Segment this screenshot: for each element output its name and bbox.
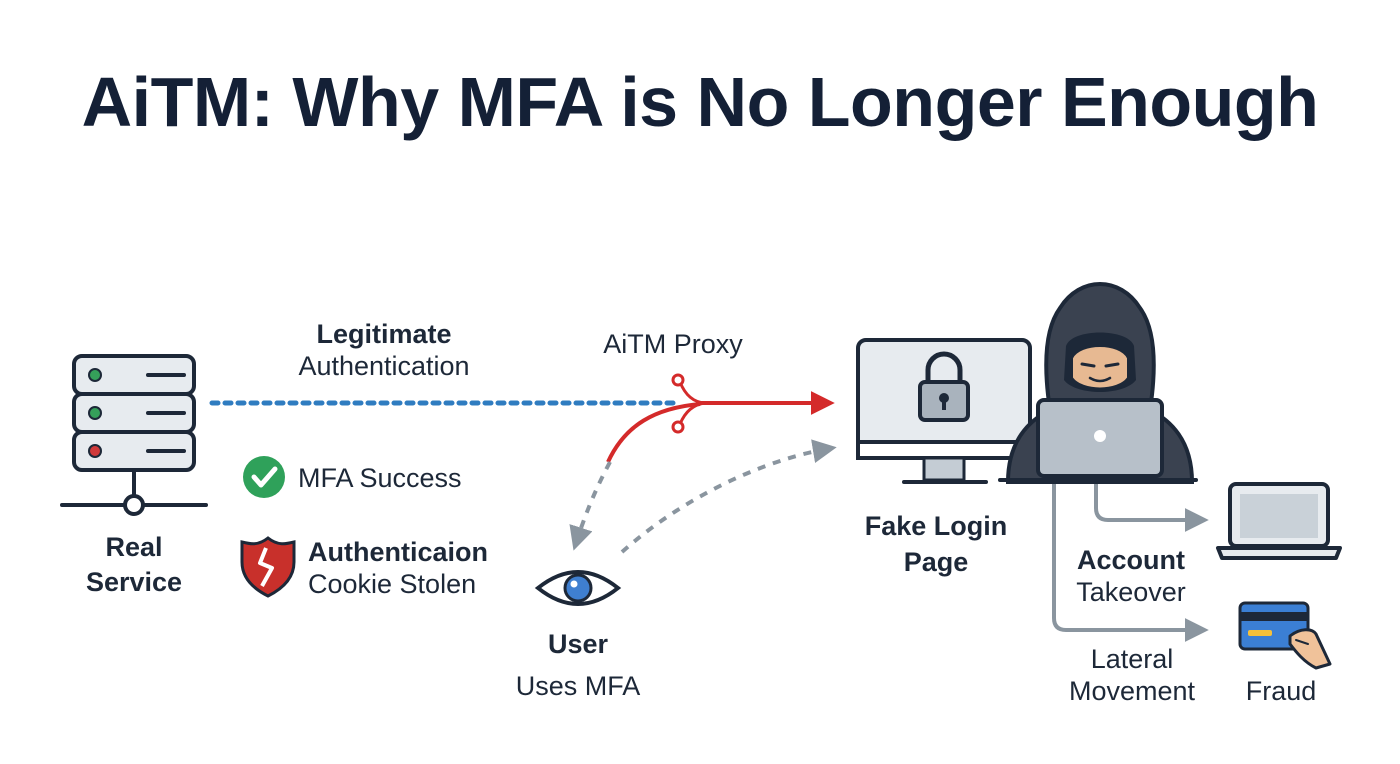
cookie-label-bold: Authenticaion — [308, 537, 488, 567]
user-sub-label: Uses MFA — [515, 671, 641, 701]
branch-arrows — [1052, 484, 1209, 642]
mfa-success-label: MFA Success — [298, 463, 462, 493]
real-service-label-2: Service — [85, 567, 183, 597]
check-circle-icon — [243, 456, 285, 498]
broken-heart-shield-icon — [240, 536, 296, 598]
fake-login-label-2: Page — [903, 547, 969, 577]
aitm-proxy-flow — [606, 373, 835, 463]
user-label: User — [547, 629, 609, 659]
authentication-label: Authentication — [298, 351, 470, 381]
aitm-proxy-label: AiTM Proxy — [603, 329, 743, 359]
laptop-icon — [1216, 482, 1342, 560]
real-service-label-1: Real — [105, 532, 163, 562]
legitimate-label: Legitimate — [316, 319, 452, 349]
page-title: AiTM: Why MFA is No Longer Enough — [81, 63, 1319, 141]
fraud-label: Fraud — [1245, 676, 1317, 706]
user-flow-forward — [620, 439, 837, 554]
monitor-lock-icon — [856, 338, 1032, 484]
user-flow-back — [569, 461, 612, 551]
lateral-label: Lateral — [1090, 644, 1174, 674]
fake-login-label-1: Fake Login — [864, 511, 1008, 541]
eye-icon — [534, 570, 622, 606]
hacker-icon — [998, 282, 1198, 484]
account-takeover-label: Account — [1077, 545, 1185, 575]
server-icon — [60, 354, 208, 516]
credit-card-hand-icon — [1238, 601, 1332, 670]
cookie-label-sub: Cookie Stolen — [308, 569, 477, 599]
movement-label: Movement — [1068, 676, 1196, 706]
takeover-sub-label: Takeover — [1076, 577, 1186, 607]
